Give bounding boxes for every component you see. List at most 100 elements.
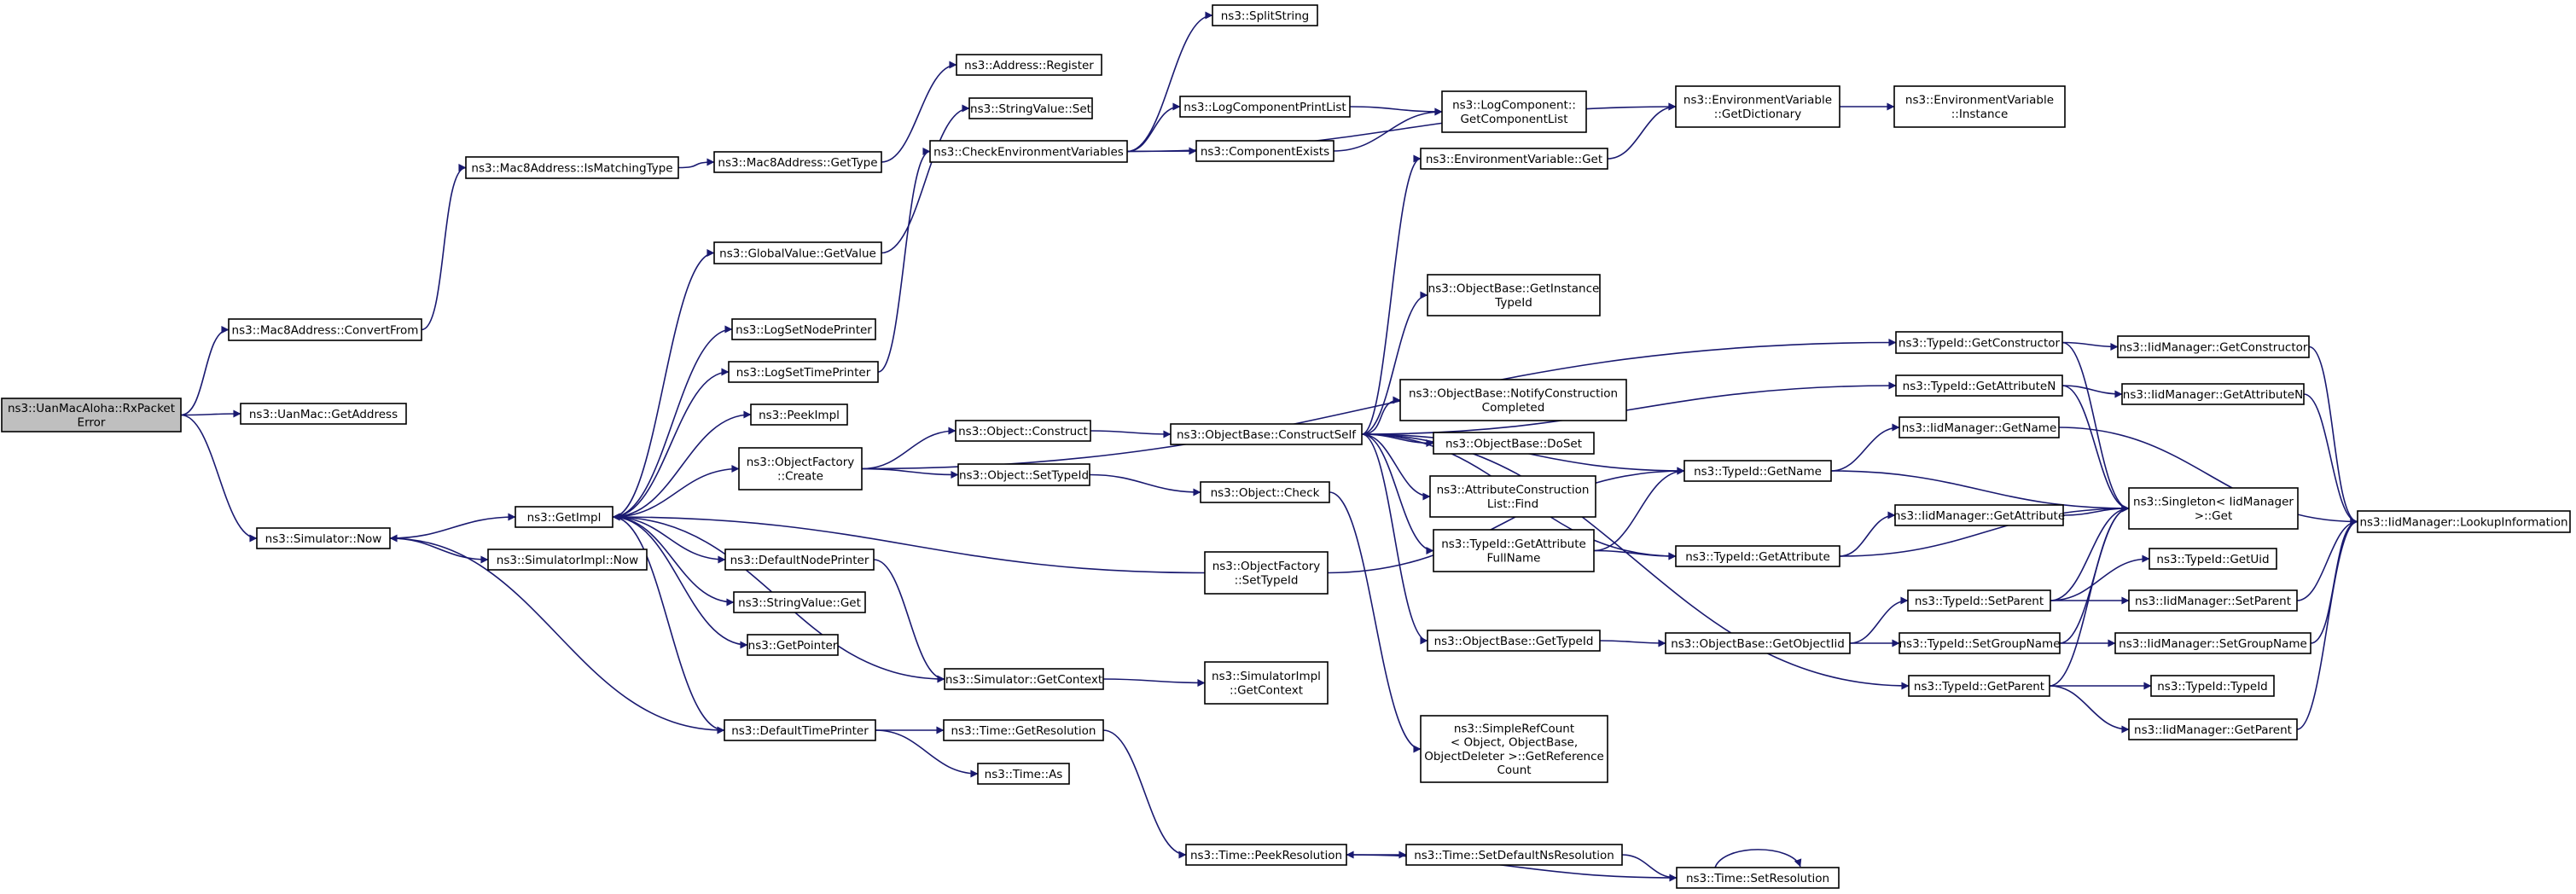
node-ns3-splitstring[interactable]: ns3::SplitString [1212,4,1318,26]
node-ns3-defaultnodeprinter[interactable]: ns3::DefaultNodePrinter [724,549,875,571]
node-ns3-objectbase-getobjectiid[interactable]: ns3::ObjectBase::GetObjectIid [1665,632,1851,654]
node-ns3-logcomponentprintlist[interactable]: ns3::LogComponentPrintList [1179,96,1351,118]
node-ns3-objectbase-gettypeid[interactable]: ns3::ObjectBase::GetTypeId [1427,630,1601,652]
node-ns3-object-construct[interactable]: ns3::Object::Construct [955,420,1091,442]
node-ns3-time-setresolution[interactable]: ns3::Time::SetResolution [1676,867,1840,889]
node-box [929,140,1128,163]
node-ns3-iidmanager-getparent[interactable]: ns3::IidManager::GetParent [2128,718,2298,740]
node-ns3-typeid-getparent[interactable]: ns3::TypeId::GetParent [1908,675,2050,697]
edge-n28-to-n50 [1361,381,1897,435]
node-ns3-simulatorimpl-now[interactable]: ns3::SimulatorImpl::Now [487,549,648,571]
node-ns3-typeid-getattributen[interactable]: ns3::TypeId::GetAttributeN [1895,374,2063,397]
node-ns3-mac8address-gettype[interactable]: ns3::Mac8Address::GetType [713,151,882,173]
node-label-line: ns3::TypeId::GetAttribute [1685,550,1830,564]
node-label-line: ns3::Singleton< IidManager [2133,496,2294,509]
node-box [1420,148,1608,170]
node-ns3-defaulttimeprinter[interactable]: ns3::DefaultTimePrinter [724,719,876,741]
node-ns3-objectfactory-create[interactable]: ns3::ObjectFactory::Create [738,447,863,491]
node-ns3-typeid-setgroupname[interactable]: ns3::TypeId::SetGroupName [1899,632,2061,654]
node-box [750,403,848,426]
node-label-line: ns3::TypeId::SetParent [1915,595,2044,608]
edge-n56-to-n64 [2308,345,2358,525]
node-label-line: ns3::IidManager::GetAttribute [1893,509,2065,523]
node-ns3-objectbase-doset[interactable]: ns3::ObjectBase::DoSet [1433,432,1595,455]
node-box [1908,675,2050,697]
node-ns3-stringvalue-get[interactable]: ns3::StringValue::Get [733,591,866,613]
node-ns3-typeid-getconstructor[interactable]: ns3::TypeId::GetConstructor [1895,331,2063,354]
node-ns3-singleton-iidmanager-get[interactable]: ns3::Singleton< IidManager>::Get [2128,487,2299,530]
node-box [1399,379,1627,421]
node-ns3-mac8address-ismatchingtype[interactable]: ns3::Mac8Address::IsMatchingType [465,156,679,179]
node-label-line: ns3::Time::SetDefaultNsResolution [1414,849,1614,862]
node-ns3-objectfactory-settypeid[interactable]: ns3::ObjectFactory::SetTypeId [1204,551,1329,595]
node-label-line: Count [1497,763,1531,777]
node-ns3-logsettimeprinter[interactable]: ns3::LogSetTimePrinter [728,361,879,383]
node-ns3-time-setdefaultnsresolution[interactable]: ns3::Time::SetDefaultNsResolution [1405,844,1623,866]
node-ns3-stringvalue-set[interactable]: ns3::StringValue::Set [968,97,1093,119]
node-box [487,549,648,571]
node-ns3-iidmanager-setparent[interactable]: ns3::IidManager::SetParent [2128,589,2298,612]
node-box [1895,374,2063,397]
node-ns3-getimpl[interactable]: ns3::GetImpl [515,506,613,528]
node-ns3-typeid-getattribute[interactable]: ns3::TypeId::GetAttribute [1675,545,1840,567]
node-ns3-time-as[interactable]: ns3::Time::As [977,763,1070,785]
node-ns3-object-settypeid[interactable]: ns3::Object::SetTypeId [957,463,1090,486]
node-label-line: ::SetTypeId [1235,573,1299,587]
node-ns3-simulator-getcontext[interactable]: ns3::Simulator::GetContext [944,668,1104,690]
node-ns3-iidmanager-lookupinformation[interactable]: ns3::IidManager::LookupInformation [2357,510,2571,533]
node-ns3-componentexists[interactable]: ns3::ComponentExists [1195,140,1335,162]
node-box [256,527,391,549]
node-ns3-simulator-now[interactable]: ns3::Simulator::Now [256,527,391,549]
edge-n44-to-n58 [1830,470,2130,513]
node-ns3-getpointer[interactable]: ns3::GetPointer [747,634,839,656]
node-label-line: ns3::Time::As [985,768,1063,781]
node-ns3-iidmanager-getattribute[interactable]: ns3::IidManager::GetAttribute [1893,504,2065,526]
node-ns3-logcomponent-getcomponentlist[interactable]: ns3::LogComponent::GetComponentList [1441,90,1587,133]
node-box [1675,545,1840,567]
node-ns3-iidmanager-getconstructor[interactable]: ns3::IidManager::GetConstructor [2117,335,2310,358]
node-ns3-globalvalue-getvalue[interactable]: ns3::GlobalValue::GetValue [713,241,882,264]
node-box [240,403,407,425]
node-ns3-time-getresolution[interactable]: ns3::Time::GetResolution [943,719,1104,741]
node-label-line: ns3::CheckEnvironmentVariables [933,145,1124,159]
node-ns3-environmentvariable-getdictionary[interactable]: ns3::EnvironmentVariable::GetDictionary [1675,85,1840,128]
node-label-line: ns3::ObjectBase::DoSet [1445,437,1582,450]
node-ns3-peekimpl[interactable]: ns3::PeekImpl [750,403,848,426]
node-ns3-objectbase-constructself[interactable]: ns3::ObjectBase::ConstructSelf [1170,423,1363,445]
node-ns3-checkenvironmentvariables[interactable]: ns3::CheckEnvironmentVariables [929,140,1128,163]
node-ns3-iidmanager-getattributen[interactable]: ns3::IidManager::GetAttributeN [2121,383,2305,405]
node-ns3-mac8address-convertfrom[interactable]: ns3::Mac8Address::ConvertFrom [228,318,422,341]
node-ns3-time-peekresolution[interactable]: ns3::Time::PeekResolution [1185,844,1347,866]
node-ns3-environmentvariable-instance[interactable]: ns3::EnvironmentVariable::Instance [1893,85,2066,128]
node-ns3-typeid-getname[interactable]: ns3::TypeId::GetName [1683,460,1832,482]
node-label-line: ns3::ObjectBase::GetTypeId [1434,635,1594,648]
node-ns3-environmentvariable-get[interactable]: ns3::EnvironmentVariable::Get [1420,148,1608,170]
node-box [1683,460,1832,482]
node-label-line: Error [78,415,106,429]
node-ns3-objectbase-notifyconstructioncompleted[interactable]: ns3::ObjectBase::NotifyConstructionCompl… [1399,379,1627,421]
node-ns3-iidmanager-getname[interactable]: ns3::IidManager::GetName [1899,416,2060,438]
node-ns3-uanmac-getaddress[interactable]: ns3::UanMac::GetAddress [240,403,407,425]
node-ns3-object-check[interactable]: ns3::Object::Check [1200,481,1330,503]
node-ns3-logsetnodeprinter[interactable]: ns3::LogSetNodePrinter [731,318,876,340]
node-ns3-typeid-getuid[interactable]: ns3::TypeId::GetUid [2149,548,2277,570]
node-label-line: TypeId [1494,296,1532,310]
node-label-line: ns3::Object::SetTypeId [959,468,1089,482]
node-ns3-address-register[interactable]: ns3::Address::Register [956,54,1102,76]
node-box [1170,423,1363,445]
node-ns3-iidmanager-setgroupname[interactable]: ns3::IidManager::SetGroupName [2114,632,2311,654]
node-ns3-simulatorimpl-getcontext[interactable]: ns3::SimulatorImpl::GetContext [1204,661,1329,705]
node-box [731,318,876,340]
node-ns3-typeid-typeid[interactable]: ns3::TypeId::TypeId [2150,675,2275,697]
edge-n51-to-n64 [2058,427,2358,525]
node-ns3-typeid-setparent[interactable]: ns3::TypeId::SetParent [1907,589,2051,612]
edge-n1-to-n4 [421,164,467,331]
node-ns3-simplerefcount-object-objectbase-objectdeleter-getreferencecount[interactable]: ns3::SimpleRefCount< Object, ObjectBase,… [1420,715,1608,783]
edge-n21-to-n29 [1089,473,1201,496]
edge-n13-to-n20 [861,427,957,470]
